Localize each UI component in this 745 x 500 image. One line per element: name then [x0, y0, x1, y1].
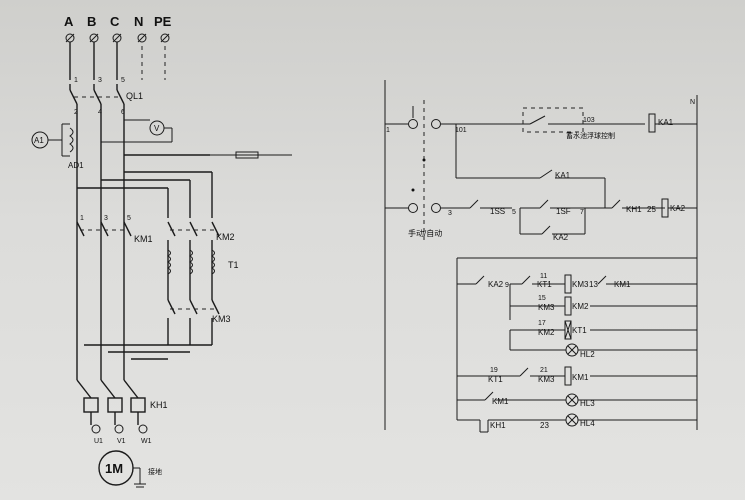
- t1-label: T1: [228, 260, 239, 270]
- svg-text:6: 6: [121, 109, 125, 116]
- km1-label: KM1: [134, 234, 153, 244]
- svg-text:W1: W1: [141, 438, 152, 445]
- svg-text:KH1: KH1: [490, 421, 506, 430]
- svg-text:23: 23: [540, 421, 549, 430]
- svg-text:N: N: [690, 99, 695, 106]
- km1-rung: 19 KT1 21 KM3 KM1: [457, 366, 697, 386]
- km2-label: KM2: [216, 232, 235, 242]
- svg-text:KM2: KM2: [572, 302, 589, 311]
- phase-n-label: N: [134, 14, 143, 29]
- overload-kh1: KH1: [83, 397, 168, 413]
- svg-text:11: 11: [540, 273, 547, 280]
- svg-text:15: 15: [538, 295, 546, 302]
- svg-text:3: 3: [104, 215, 108, 222]
- svg-text:9: 9: [505, 282, 509, 289]
- svg-text:KA1: KA1: [555, 171, 571, 180]
- control-circuit: 1 N 101 103 蓄水池浮球控制 KA1: [384, 80, 698, 433]
- km3-label: KM3: [212, 314, 231, 324]
- transformer-t1: T1: [167, 240, 239, 300]
- svg-text:KA2: KA2: [488, 280, 504, 289]
- km3-rung: KA2 9 11 KT1 KM3 13 KM1: [457, 273, 697, 294]
- hl4-rung: KH1 23 HL4: [457, 413, 697, 433]
- svg-text:KT1: KT1: [488, 375, 503, 384]
- kh1-label: KH1: [150, 400, 168, 410]
- svg-text:1: 1: [80, 215, 84, 222]
- svg-text:V1: V1: [117, 438, 126, 445]
- phase-c-label: C: [110, 14, 120, 29]
- svg-text:U1: U1: [94, 438, 103, 445]
- ground-label: 接地: [148, 467, 162, 476]
- svg-text:19: 19: [490, 367, 498, 374]
- phase-b-label: B: [87, 14, 96, 29]
- svg-text:KM3: KM3: [538, 375, 555, 384]
- hl3-rung: KM1 HL3: [457, 391, 697, 408]
- svg-text:KM1: KM1: [572, 373, 589, 382]
- svg-text:3: 3: [448, 210, 452, 217]
- supply-terminals: [65, 33, 170, 43]
- svg-text:2: 2: [74, 109, 78, 116]
- svg-text:KM1: KM1: [492, 397, 509, 406]
- svg-text:5: 5: [512, 209, 516, 216]
- breaker-label: QL1: [126, 91, 143, 101]
- svg-text:21: 21: [540, 367, 548, 374]
- float-switch-rung: 101 103 蓄水池浮球控制 KA1: [385, 100, 697, 240]
- motor-terminals: U1 V1 W1: [91, 424, 152, 445]
- breaker-ql1: 1 3 5 QL1 2 4 6: [69, 77, 143, 116]
- svg-text:103: 103: [583, 117, 595, 124]
- contactor-km2: KM2: [167, 221, 235, 242]
- phase-pe-label: PE: [154, 14, 172, 29]
- ammeter-a1: A1 AD1: [31, 123, 84, 170]
- kh1-contact-label: KH1: [626, 205, 642, 214]
- svg-text:5: 5: [127, 215, 131, 222]
- svg-text:5: 5: [121, 77, 125, 84]
- svg-text:HL2: HL2: [580, 350, 595, 359]
- svg-text:KT1: KT1: [572, 326, 587, 335]
- ka1-coil-label: KA1: [658, 118, 674, 127]
- svg-text:4: 4: [98, 109, 102, 116]
- svg-text:1: 1: [74, 77, 78, 84]
- motor-1m: 1M 接地: [98, 450, 162, 488]
- svg-text:KA2: KA2: [553, 233, 569, 242]
- svg-text:1: 1: [386, 127, 390, 134]
- svg-text:HL4: HL4: [580, 419, 595, 428]
- svg-text:17: 17: [538, 320, 546, 327]
- svg-text:KM2: KM2: [538, 328, 555, 337]
- svg-text:13: 13: [589, 280, 598, 289]
- fuse-icon: [235, 151, 259, 159]
- ammeter-switch-label: AD1: [68, 161, 84, 170]
- ka1-contact-rung: KA1: [455, 124, 606, 208]
- svg-text:7: 7: [580, 209, 584, 216]
- svg-text:V: V: [154, 124, 160, 133]
- svg-text:HL3: HL3: [580, 399, 595, 408]
- svg-text:101: 101: [455, 127, 467, 134]
- km2-rung: 15 KM3 KM2 17 KM2 KT1 HL2: [509, 284, 697, 359]
- svg-text:1M: 1M: [105, 461, 123, 476]
- start-button-label: 1SF: [556, 207, 571, 216]
- phase-a-label: A: [64, 14, 74, 29]
- svg-text:A1: A1: [34, 136, 44, 145]
- svg-text:25: 25: [647, 205, 656, 214]
- mode-switch-label: 手动/自动: [408, 228, 442, 238]
- svg-text:3: 3: [98, 77, 102, 84]
- start-stop-rung: 手动/自动 3 1SS 5 1SF 7 KH1 25 KA2 KA2: [385, 198, 697, 242]
- contactor-km1: 1 3 5 KM1: [76, 215, 153, 244]
- stop-button-label: 1SS: [490, 207, 505, 216]
- svg-text:KM3: KM3: [538, 303, 555, 312]
- float-switch-label: 蓄水池浮球控制: [566, 131, 615, 140]
- voltmeter: V: [101, 119, 173, 143]
- power-circuit: A B C N PE 1 3 5 QL1 2 4 6: [31, 14, 292, 488]
- svg-text:KM3: KM3: [572, 280, 589, 289]
- contactor-km3: KM3: [167, 299, 231, 345]
